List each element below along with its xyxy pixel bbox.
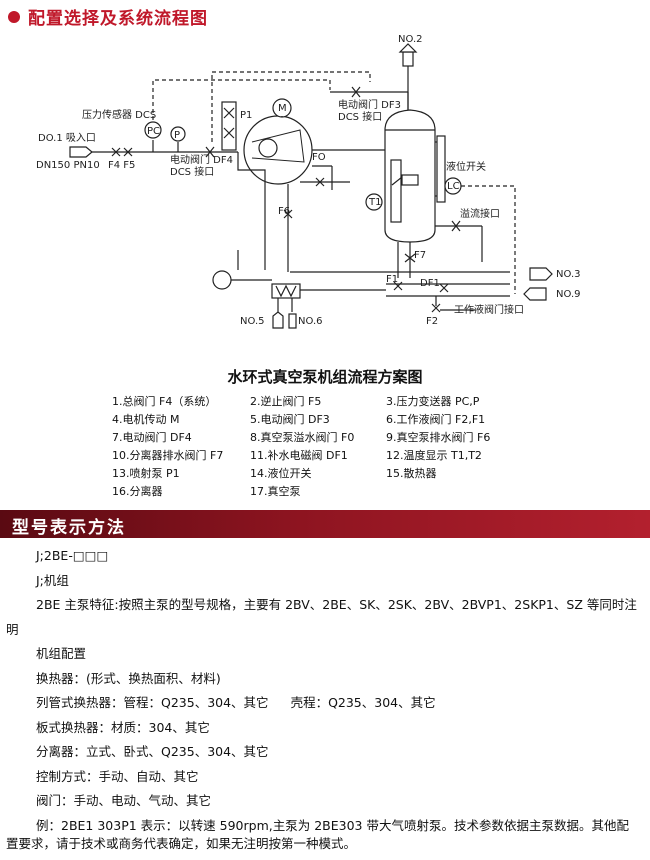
legend-item: 11.补水电磁阀 DF1 xyxy=(250,449,348,462)
label-no2: NO.2 xyxy=(398,34,423,45)
label-p1: P1 xyxy=(240,110,252,121)
valve-df4 xyxy=(205,146,215,158)
label-lc: LC xyxy=(447,181,460,192)
diagram-legend: 1.总阀门 F4（系统） 2.逆止阀门 F5 3.压力变送器 PC,P 4.电机… xyxy=(112,393,536,499)
outlet-no2 xyxy=(402,51,414,67)
body-line: 列管式换热器：管程：Q235、304、其它 xyxy=(36,695,269,710)
label-df3-line1: 电动阀门 DF3 xyxy=(338,98,401,111)
label-f1: F1 xyxy=(386,274,398,285)
valve-f2 xyxy=(431,303,441,313)
section1-header: 配置选择及系统流程图 xyxy=(8,4,208,29)
separator-inner xyxy=(390,159,402,223)
legend-item xyxy=(386,483,536,499)
body-line-tube-exchanger: 列管式换热器：管程：Q235、304、其它 壳程：Q235、304、其它 xyxy=(36,695,642,710)
legend-item: 14.液位开关 xyxy=(250,467,312,480)
body-line: 分离器：立式、卧式、Q235、304、其它 xyxy=(36,744,269,759)
temperature-t1 xyxy=(365,193,383,211)
outlet-no6 xyxy=(288,313,297,329)
label-df4-line2: DCS 接口 xyxy=(170,165,214,178)
legend-item: 3.压力变送器 PC,P xyxy=(386,395,480,408)
label-no3: NO.3 xyxy=(556,269,581,280)
flow-diagram: NO.2 P1 M PC P 压力传感器 DCS DO.1 吸入口 DN150 … xyxy=(36,34,581,329)
label-overflow: 溢流接口 xyxy=(460,207,500,220)
label-suction-inlet: DO.1 吸入口 xyxy=(38,133,96,144)
label-df1: DF1 xyxy=(420,278,440,289)
legend-item: 4.电机传动 M xyxy=(112,413,180,426)
label-f4f5: F4 F5 xyxy=(108,160,135,171)
body-line: J;2BE-□□□ xyxy=(36,548,109,563)
label-dn: DN150 PN10 xyxy=(36,160,100,171)
label-f2: F2 xyxy=(426,316,438,327)
vacuum-pump xyxy=(243,115,313,185)
legend-item: 5.电动阀门 DF3 xyxy=(250,413,330,426)
legend-item: 1.总阀门 F4（系统） xyxy=(112,395,217,408)
label-pc: PC xyxy=(147,126,160,137)
valve-f6 xyxy=(283,209,293,219)
heat-exchanger xyxy=(271,283,301,299)
legend-item: 7.电动阀门 DF4 xyxy=(112,431,192,444)
label-pressure-sensor: 压力传感器 DCS xyxy=(82,108,156,121)
ejector-p1 xyxy=(221,101,237,151)
diagram-caption: 水环式真空泵机组流程方案图 xyxy=(227,368,423,386)
label-df4-line1: 电动阀门 DF4 xyxy=(170,153,233,166)
valve-f5 xyxy=(123,147,133,157)
body-line: 控制方式：手动、自动、其它 xyxy=(36,768,199,784)
legend-item: 16.分离器 xyxy=(112,485,163,498)
label-no5: NO.5 xyxy=(240,316,265,327)
section2-title: 型号表示方法 xyxy=(12,518,126,538)
label-f0: FO xyxy=(312,152,326,163)
body-line: 换热器：(形式、换热面积、材料) xyxy=(36,670,221,686)
inlet-arrow xyxy=(69,146,93,158)
body-line: 置要求，请于技术或商务代表确定，如果无注明按第一种模式。 xyxy=(6,835,357,851)
legend-item: 17.真空泵 xyxy=(250,485,301,498)
label-level-switch: 液位开关 xyxy=(446,160,486,173)
body-line: 机组配置 xyxy=(36,646,87,661)
label-work-fluid: 工作液阀门接口 xyxy=(454,303,524,316)
legend-item: 12.温度显示 T1,T2 xyxy=(386,449,482,462)
pump-small xyxy=(212,270,232,290)
label-no6: NO.6 xyxy=(298,316,323,327)
model-description: J;2BE-□□□ J;机组 2BE 主泵特征:按照主泵的型号规格，主要有 2B… xyxy=(6,548,642,860)
legend-item: 2.逆止阀门 F5 xyxy=(250,395,322,408)
legend-item: 10.分离器排水阀门 F7 xyxy=(112,449,224,462)
body-line: 板式换热器：材质：304、其它 xyxy=(36,719,210,735)
valve-f4 xyxy=(111,147,121,157)
inlet-no9 xyxy=(523,287,547,301)
legend-item: 8.真空泵溢水阀门 F0 xyxy=(250,431,355,444)
body-line: 例：2BE1 303P1 表示：以转速 590rpm,主泵为 2BE303 带大… xyxy=(36,817,629,833)
body-line: 阀门：手动、电动、气动、其它 xyxy=(36,793,212,808)
outlet-no5 xyxy=(272,311,284,329)
label-t1: T1 xyxy=(368,197,381,208)
bullet-dot-icon xyxy=(8,10,20,23)
level-gauge xyxy=(436,135,446,203)
body-line: 壳程：Q235、304、其它 xyxy=(290,695,436,710)
body-line: 2BE 主泵特征:按照主泵的型号规格，主要有 2BV、2BE、SK、2SK、2B… xyxy=(36,597,637,612)
legend-item: 6.工作液阀门 F2,F1 xyxy=(386,413,486,426)
valve-f7 xyxy=(404,253,416,263)
valve-df3 xyxy=(351,86,361,98)
legend-item: 9.真空泵排水阀门 F6 xyxy=(386,431,491,444)
legend-item: 15.散热器 xyxy=(386,467,437,480)
body-line: 明 xyxy=(6,621,19,637)
label-f7: F7 xyxy=(414,250,426,261)
body-line: J;机组 xyxy=(36,572,69,588)
outlet-no3 xyxy=(529,267,553,281)
legend-item: 13.喷射泵 P1 xyxy=(112,467,180,480)
label-p: P xyxy=(174,130,180,141)
label-m: M xyxy=(278,103,287,114)
valve-df1 xyxy=(439,283,449,293)
label-df3-line2: DCS 接口 xyxy=(338,110,382,123)
label-no9: NO.9 xyxy=(556,289,581,300)
label-f6: F6 xyxy=(278,206,290,217)
section1-title: 配置选择及系统流程图 xyxy=(28,9,208,29)
section2-header: 型号表示方法 xyxy=(0,510,650,538)
